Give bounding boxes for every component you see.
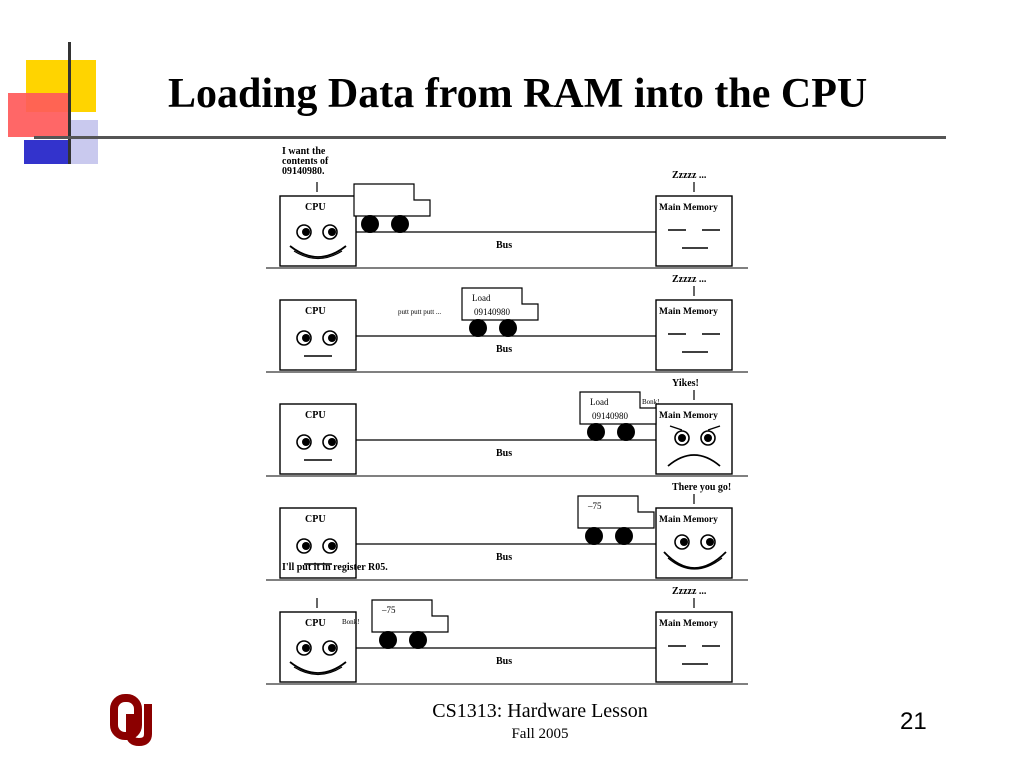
cpu-box — [279, 611, 357, 683]
pupil — [302, 644, 310, 652]
speech-caption: I'll put it in register R05. — [282, 562, 388, 573]
brow — [707, 425, 721, 431]
truck-address: 09140980 — [592, 411, 629, 421]
memory-box — [655, 195, 733, 267]
deco-vertical-rule — [68, 42, 71, 164]
ou-logo — [110, 694, 152, 747]
truck-wheel — [391, 215, 409, 233]
pupil — [704, 434, 712, 442]
bus-label: Bus — [496, 344, 512, 355]
pupil — [302, 438, 310, 446]
frown-mouth — [667, 454, 721, 467]
cpu-box — [279, 299, 357, 371]
cpu-box — [279, 403, 357, 475]
truck-wheel — [587, 423, 605, 441]
pupil — [328, 438, 336, 446]
memory-box — [655, 299, 733, 371]
smile-mouth — [663, 551, 727, 569]
truck-body — [461, 287, 539, 321]
cpu-label: CPU — [305, 514, 326, 525]
truck-wheel — [469, 319, 487, 337]
truck-label: –75 — [587, 501, 602, 511]
bus-label: Bus — [496, 240, 512, 251]
truck-address: 09140980 — [474, 307, 511, 317]
smile-mouth — [293, 666, 343, 676]
smile-mouth — [289, 245, 347, 258]
memory-label: Main Memory — [659, 203, 718, 213]
truck-label: Load — [472, 293, 491, 303]
truck-body — [353, 183, 431, 217]
pupil — [302, 334, 310, 342]
pupil — [328, 644, 336, 652]
truck-body — [371, 599, 449, 633]
cpu-label: CPU — [305, 306, 326, 317]
side-note: putt putt putt ... — [398, 308, 441, 316]
smile-mouth — [289, 661, 347, 674]
truck-wheel — [617, 423, 635, 441]
speech-caption: Zzzzz ... — [672, 274, 707, 285]
side-note: Bonk! — [342, 618, 360, 626]
cpu-box — [279, 507, 357, 579]
truck-wheel — [409, 631, 427, 649]
speech-caption: I want the — [282, 146, 326, 157]
cpu-label: CPU — [305, 618, 326, 629]
memory-label: Main Memory — [659, 619, 718, 629]
footer-course: CS1313: Hardware Lesson — [432, 700, 648, 722]
speech-caption: 09140980. — [282, 166, 325, 177]
truck-wheel — [615, 527, 633, 545]
memory-label: Main Memory — [659, 307, 718, 317]
speech-caption: Zzzzz ... — [672, 586, 707, 597]
cpu-label: CPU — [305, 410, 326, 421]
cpu-box — [279, 195, 357, 267]
deco-lavender-square — [68, 120, 98, 164]
side-note: Bonk! — [642, 398, 660, 406]
memory-label: Main Memory — [659, 515, 718, 525]
truck-body — [579, 391, 657, 425]
cpu-label: CPU — [305, 202, 326, 213]
page-number: 21 — [900, 708, 927, 735]
smile-mouth — [667, 557, 723, 570]
speech-caption: Zzzzz ... — [672, 170, 707, 181]
speech-caption: contents of — [282, 156, 329, 167]
pupil — [678, 434, 686, 442]
memory-box — [655, 611, 733, 683]
pupil — [328, 542, 336, 550]
smile-mouth — [293, 250, 343, 260]
truck-wheel — [361, 215, 379, 233]
deco-blue-square — [24, 140, 68, 164]
title-underline — [34, 136, 946, 139]
truck-label: Load — [590, 397, 609, 407]
brow — [669, 425, 683, 431]
truck-body — [577, 495, 655, 529]
pupil — [680, 538, 688, 546]
truck-wheel — [499, 319, 517, 337]
deco-red-square — [8, 93, 70, 137]
pupil — [328, 228, 336, 236]
footer-term: Fall 2005 — [511, 726, 569, 742]
memory-box — [655, 507, 733, 579]
bus-label: Bus — [496, 448, 512, 459]
pupil — [328, 334, 336, 342]
speech-caption: Yikes! — [672, 378, 699, 389]
pupil — [302, 542, 310, 550]
bus-label: Bus — [496, 552, 512, 563]
memory-box — [655, 403, 733, 475]
slide-title: Loading Data from RAM into the CPU — [168, 71, 868, 117]
memory-label: Main Memory — [659, 411, 718, 421]
truck-wheel — [379, 631, 397, 649]
truck-label: –75 — [381, 605, 396, 615]
speech-caption: There you go! — [672, 482, 731, 493]
pupil — [302, 228, 310, 236]
bus-label: Bus — [496, 656, 512, 667]
pupil — [706, 538, 714, 546]
truck-wheel — [585, 527, 603, 545]
